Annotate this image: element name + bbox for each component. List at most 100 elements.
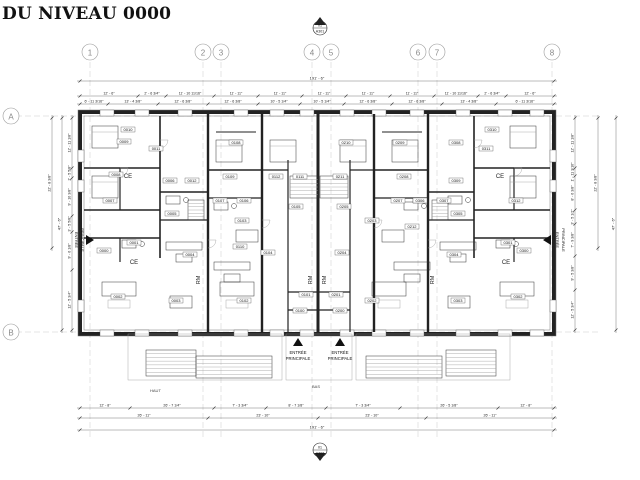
room-number: 0209 xyxy=(396,140,406,145)
room-number: 0208 xyxy=(400,174,410,179)
dim-tick xyxy=(78,416,82,420)
room-number: 0304 xyxy=(450,252,460,257)
room-number: 0300 xyxy=(520,248,530,253)
entry-arrow xyxy=(86,235,94,245)
window xyxy=(134,329,150,337)
dim-text: 9' - 10 3/8" xyxy=(68,188,72,206)
dim-tick xyxy=(573,208,577,212)
dim-tick xyxy=(573,174,577,178)
dim-text: 7' - 3 3/4" xyxy=(232,404,248,408)
window xyxy=(497,329,513,337)
ce-label: CE xyxy=(502,260,510,266)
dim-tick xyxy=(496,406,500,410)
dim-tick xyxy=(70,268,74,272)
dim-text: 13' - 4 3/8" xyxy=(124,100,142,104)
rm-label: RM xyxy=(308,275,314,284)
room-tag xyxy=(164,210,180,217)
dim-text: 23' - 10" xyxy=(256,414,270,418)
room-number: 0207 xyxy=(394,198,404,203)
window xyxy=(269,329,285,337)
room-tag xyxy=(298,291,314,298)
door-swing xyxy=(207,239,217,249)
entry-arrow xyxy=(293,338,303,346)
room-tag xyxy=(448,177,464,184)
dim-text: 13' - 4 3/8" xyxy=(460,100,478,104)
dim-tick xyxy=(60,328,64,332)
interior-walls xyxy=(84,114,550,332)
dim-text: 8' - 7 1/8" xyxy=(288,404,304,408)
room-number: 0104 xyxy=(264,250,274,255)
dim-text: 9' - 5 3/8" xyxy=(571,265,575,281)
dim-text: 12' - 11 1/8" xyxy=(68,133,72,153)
grid-col-label: 4 xyxy=(310,49,315,58)
room-tag xyxy=(516,247,532,254)
section-marker-top-sheet: A301 xyxy=(316,30,324,34)
dim-tick xyxy=(573,288,577,292)
ce-label: CE xyxy=(496,174,504,180)
window xyxy=(99,329,115,337)
dim-tick xyxy=(50,116,54,120)
room-tag xyxy=(232,243,248,250)
room-tag xyxy=(404,223,420,230)
dim-text: 11' - 10 11/16" xyxy=(179,92,202,96)
dim-text: 26' - 7 1/4" xyxy=(163,404,181,408)
bathtub xyxy=(165,195,181,205)
dim-text: 12' - 6 3/8" xyxy=(359,100,377,104)
dim-tick xyxy=(476,94,480,98)
room-number: 0302 xyxy=(514,294,524,299)
room-number: 0102 xyxy=(240,298,250,303)
door-swing xyxy=(261,219,271,229)
entry-arrow xyxy=(335,338,345,346)
bed xyxy=(269,139,297,163)
coffee-table xyxy=(505,299,529,309)
room-number: 0111 xyxy=(296,174,305,179)
section-marker-bottom-num: 01 xyxy=(318,446,322,450)
dim-text: 26' - 11" xyxy=(484,414,498,418)
dimension-strings: 191' - 6"12' - 6"2' - 6 3/4"11' - 10 11/… xyxy=(48,76,618,432)
dim-text: 10' - 5 1/4" xyxy=(270,100,288,104)
room-tag xyxy=(396,173,412,180)
room-tag xyxy=(268,173,284,180)
dim-text: 8' - 6 3/8" xyxy=(571,185,575,201)
grid-row-label: B xyxy=(8,329,13,338)
dim-text: 12' - 5 3/4" xyxy=(571,301,575,319)
room-number: 0312 xyxy=(512,198,522,203)
section-arrow xyxy=(314,453,326,461)
dim-tick xyxy=(70,116,74,120)
room-tag xyxy=(412,197,428,204)
drawing-title: DU NIVEAU 0000 xyxy=(2,4,172,24)
dim-text: 11' - 11" xyxy=(362,92,375,96)
grid-col-label: 8 xyxy=(550,49,555,58)
bed xyxy=(91,125,119,149)
room-tag xyxy=(332,173,348,180)
dim-tick xyxy=(298,102,302,106)
window xyxy=(299,329,315,337)
dim-tick xyxy=(440,102,444,106)
dim-tick xyxy=(50,246,54,250)
dim-tick xyxy=(106,102,110,106)
dim-tick xyxy=(552,102,556,106)
entrance-label-right: PRINCIPALE xyxy=(561,228,566,252)
counter xyxy=(393,261,431,271)
dining-table xyxy=(235,229,259,243)
window xyxy=(134,109,150,117)
dim-tick xyxy=(398,406,402,410)
room-tag xyxy=(392,139,408,146)
grid-row-label: A xyxy=(8,113,14,122)
room-tag xyxy=(120,126,136,133)
window xyxy=(177,109,193,117)
porch-right xyxy=(355,333,511,381)
grid-col-label: 5 xyxy=(329,49,334,58)
dim-tick xyxy=(596,246,600,250)
room-tag xyxy=(450,210,466,217)
room-number: 0309 xyxy=(452,178,462,183)
room-tag xyxy=(184,177,200,184)
counter xyxy=(439,241,477,251)
dim-tick xyxy=(324,406,328,410)
room-tag xyxy=(148,145,164,152)
dim-text: 22' - 8 3/8" xyxy=(594,174,598,192)
dim-text: 11' - 11" xyxy=(230,92,243,96)
room-tag xyxy=(260,249,276,256)
